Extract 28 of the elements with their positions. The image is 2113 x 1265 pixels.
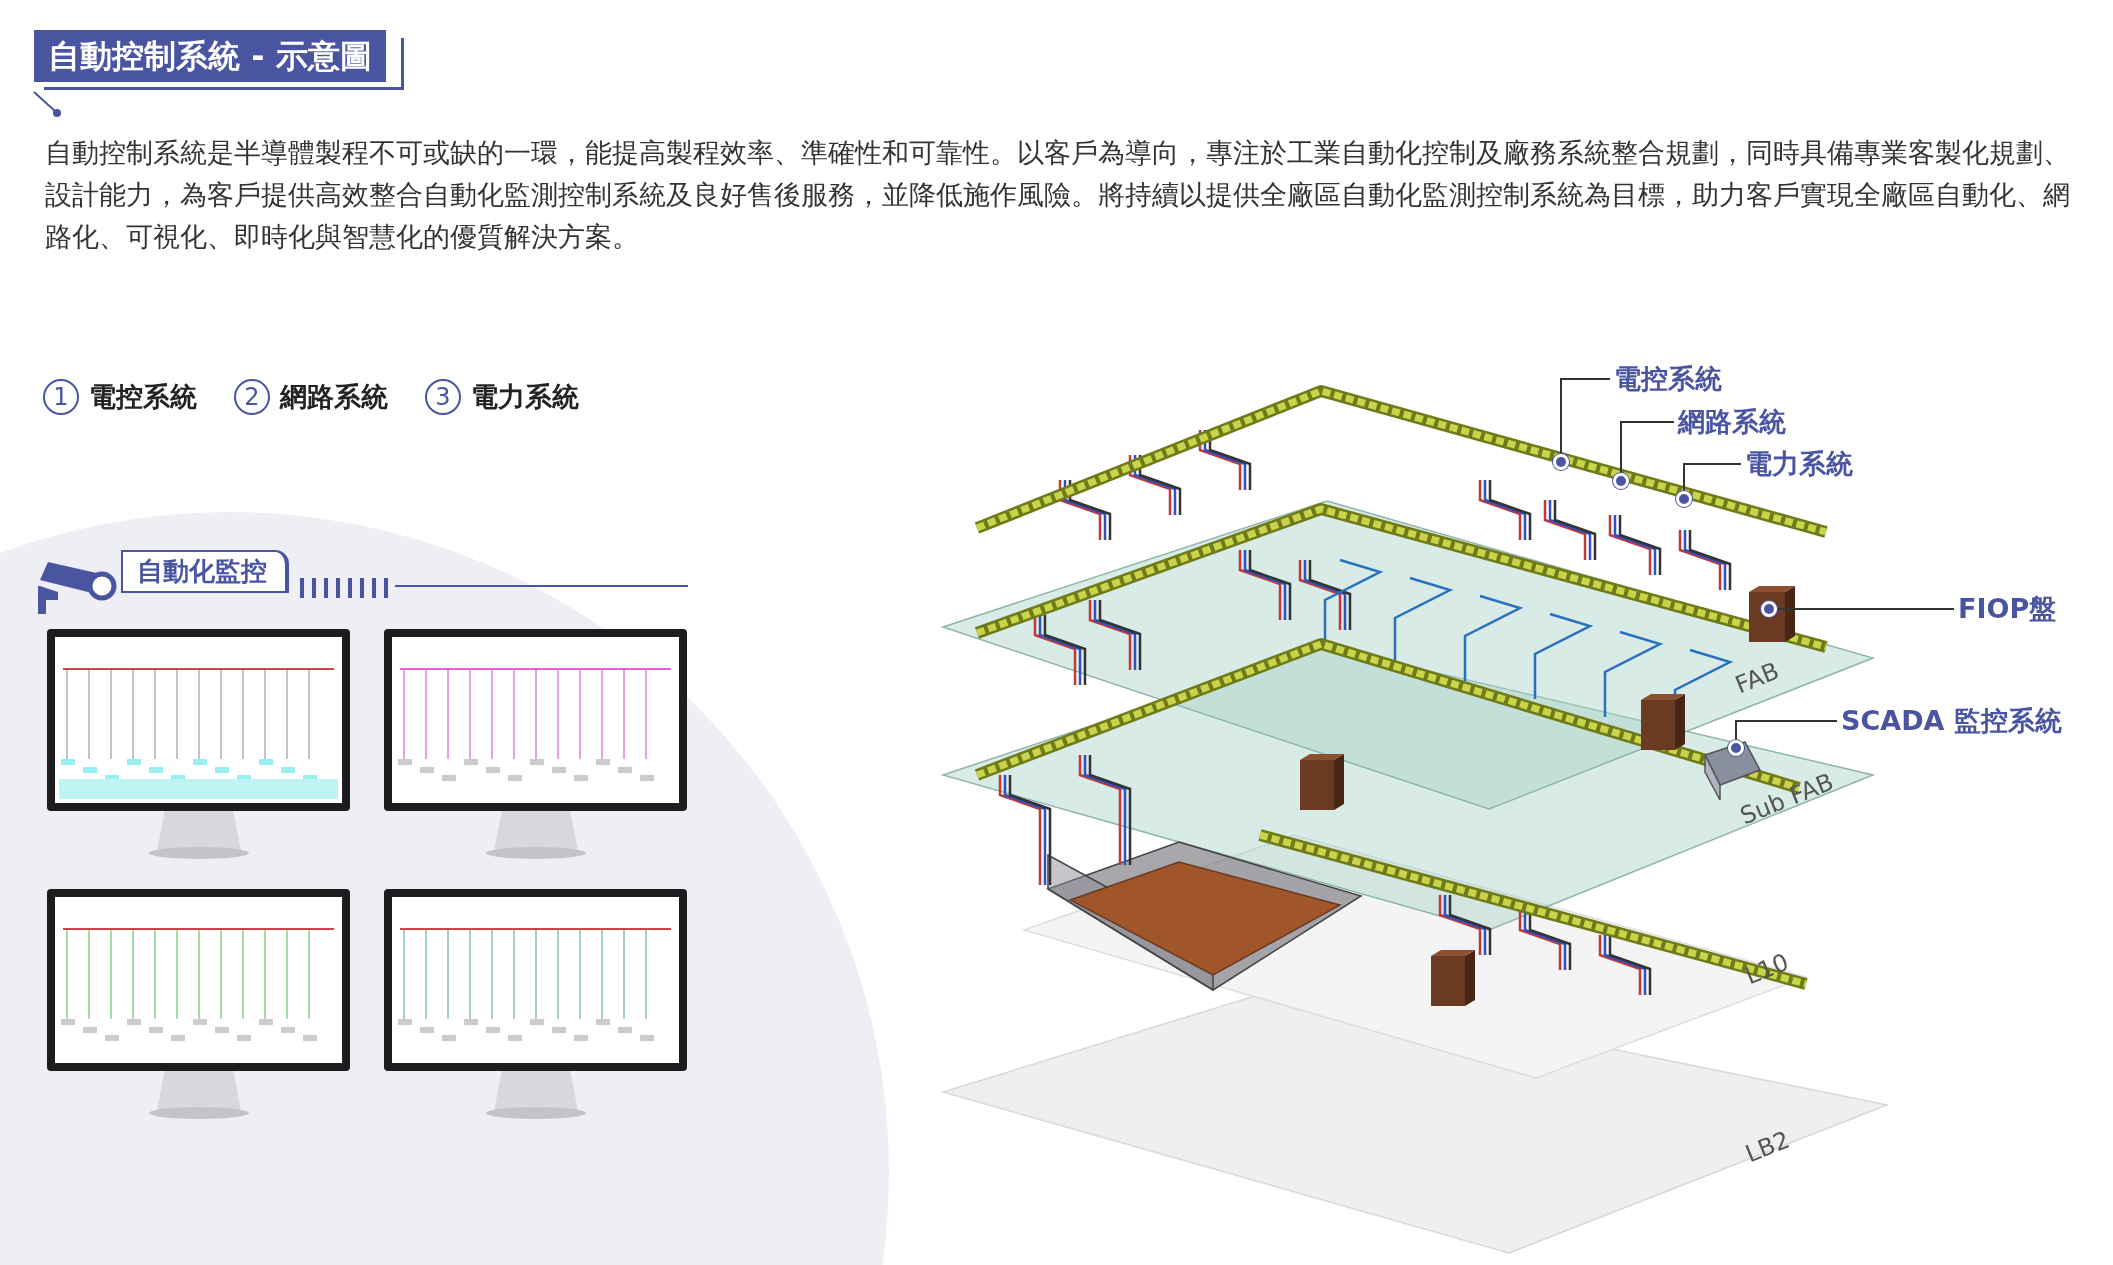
description-text: 自動控制系統是半導體製程不可或缺的一環，能提高製程效率、準確性和可靠性。以客戶為導向，專注於工業自動化控制及廠務系統整合規劃，同時具備專業客製化規劃、設計能力，為客戶提供高效整合自動化監測控制系統及良好售後服務，並降低施作風險。將持續以提供全廠區自動化監測控制系統為目標，助力客戶實現全廠區自動化、網路化、可視化、即時化與智慧化的優質解決方案。: [45, 136, 2071, 254]
callout-label: 電控系統: [1610, 361, 1750, 397]
page-title: 自動控制系統 - 示意圖: [34, 30, 386, 82]
item-label: 電控系統: [89, 380, 197, 414]
callout-label: SCADA 監控系統: [1837, 703, 2067, 739]
callout-label: 網路系統: [1674, 404, 1814, 440]
leader-line: [1735, 720, 1838, 741]
marker-dot: [1761, 601, 1777, 617]
item-label: 電力系統: [471, 380, 579, 414]
callout-number: 1: [43, 379, 79, 415]
leader-line: [1776, 608, 1955, 610]
floor-label: LB2: [1741, 1125, 1794, 1169]
item-label: 網路系統: [280, 380, 388, 414]
callout-number: 3: [425, 379, 461, 415]
marker-dot: [1613, 473, 1629, 489]
callout-number: 2: [234, 379, 270, 415]
callout-label: FIOP盤: [1954, 591, 2064, 627]
floor-label: Sub FAB: [1736, 767, 1838, 831]
marker-dot: [1553, 454, 1569, 470]
floor-label: L10: [1741, 947, 1793, 991]
leader-line: [1683, 463, 1742, 492]
leader-line: [1560, 378, 1611, 455]
floor-label: FAB: [1731, 656, 1784, 700]
marker-dot: [1676, 491, 1692, 507]
leader-line: [1620, 421, 1675, 474]
marker-dot: [1728, 740, 1744, 756]
section-tab: 自動化監控: [121, 550, 289, 593]
callout-label: 電力系統: [1741, 446, 1881, 482]
